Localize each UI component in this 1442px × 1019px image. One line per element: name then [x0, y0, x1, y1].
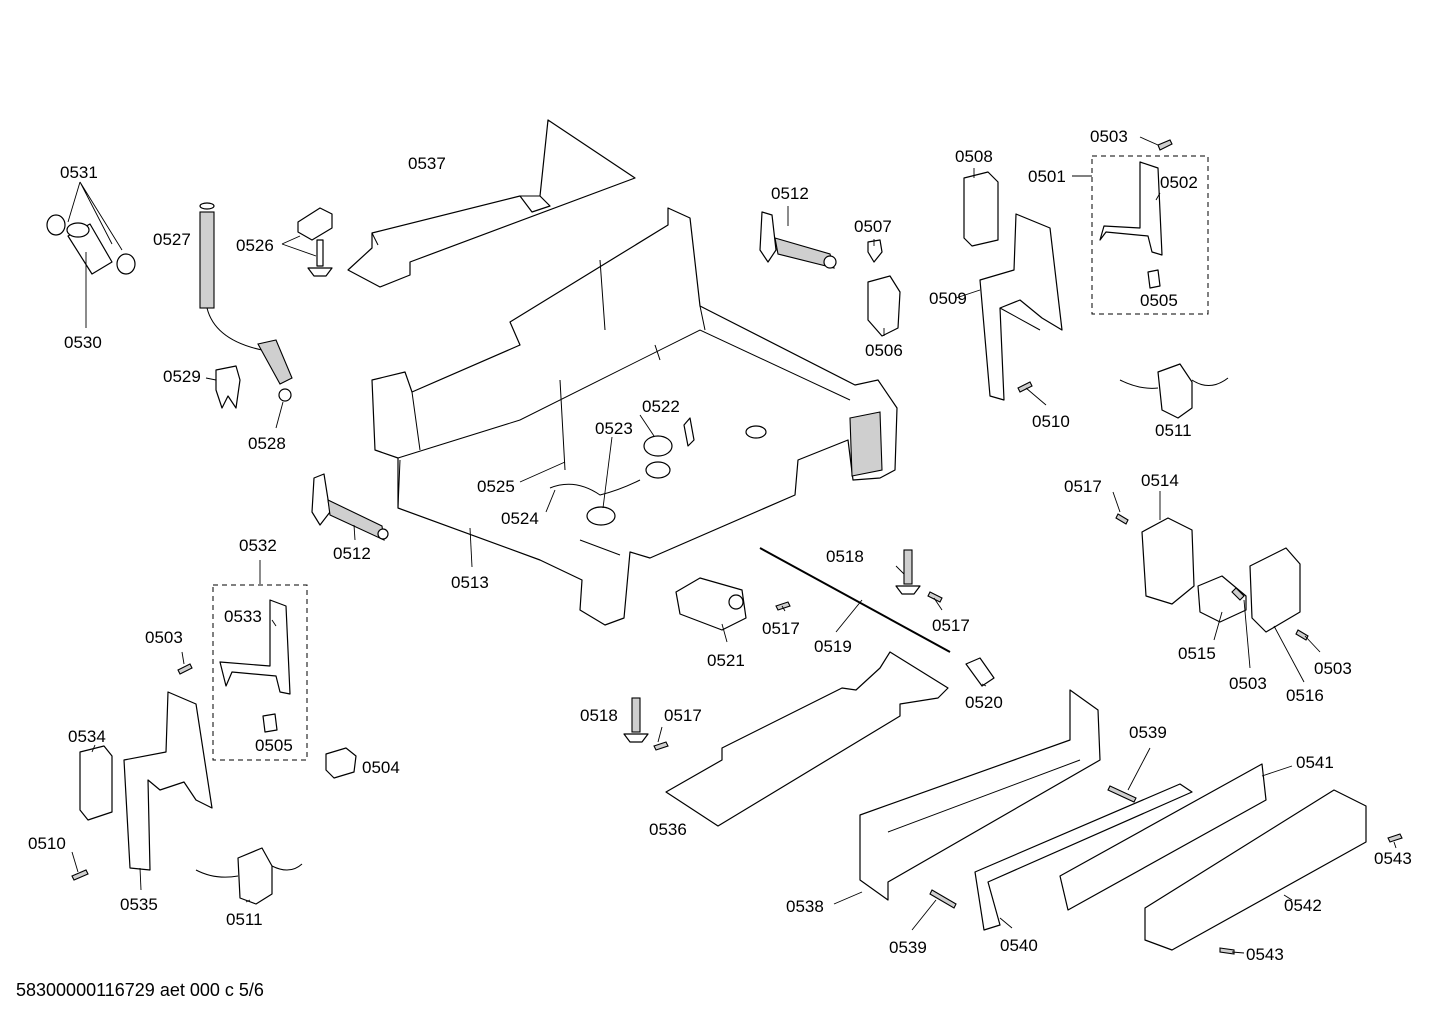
- part-0528-cap: [278, 388, 292, 402]
- label-0505-top: 0505: [1140, 291, 1178, 310]
- label-0529: 0529: [163, 367, 201, 386]
- label-0501: 0501: [1028, 167, 1066, 186]
- label-0503-mid: 0503: [1229, 674, 1267, 693]
- part-0518-upper-screw: [895, 549, 921, 595]
- part-0509-bracket: [979, 213, 1063, 401]
- label-0517-lower: 0517: [664, 706, 702, 725]
- part-0533-bracket: [219, 599, 291, 733]
- label-0515: 0515: [1178, 644, 1216, 663]
- label-0507: 0507: [854, 217, 892, 236]
- label-0503-left: 0503: [145, 628, 183, 647]
- label-0503-right: 0503: [1314, 659, 1352, 678]
- part-0535-bracket: [123, 691, 213, 871]
- part-0526-support: [297, 207, 333, 277]
- part-0529-clip: [215, 365, 241, 409]
- label-0511-top: 0511: [1155, 421, 1192, 440]
- label-0528: 0528: [248, 434, 286, 453]
- part-0501-0502-bracket-assembly: [1099, 161, 1163, 289]
- part-0515-plate: [1197, 575, 1247, 623]
- label-0538: 0538: [786, 897, 824, 916]
- label-0509: 0509: [929, 289, 967, 308]
- label-0542: 0542: [1284, 896, 1322, 915]
- part-0511-pump-lower: [195, 847, 303, 905]
- part-0514-holder: [1141, 517, 1195, 605]
- part-0531-clamps: [46, 214, 136, 275]
- label-0524: 0524: [501, 509, 539, 528]
- label-0543-right: 0543: [1374, 849, 1412, 868]
- label-0527: 0527: [153, 230, 191, 249]
- label-0512-lower: 0512: [333, 544, 371, 563]
- part-0518-lower-screw: [623, 697, 649, 743]
- label-0517-mid: 0517: [932, 616, 970, 635]
- label-0519: 0519: [814, 637, 852, 656]
- label-0523: 0523: [595, 419, 633, 438]
- label-0504: 0504: [362, 758, 400, 777]
- label-0525: 0525: [477, 477, 515, 496]
- label-0532: 0532: [239, 536, 277, 555]
- part-0537-cover-plate: [347, 119, 636, 288]
- label-0505-bottom: 0505: [255, 736, 293, 755]
- part-0520-knob: [965, 657, 995, 687]
- part-labels: 0531 0530 0527 0526 0529 0528 0537 0512 …: [28, 127, 1412, 964]
- part-0512-spring-lower: [311, 473, 389, 541]
- label-0535: 0535: [120, 895, 158, 914]
- label-0503-top: 0503: [1090, 127, 1128, 146]
- part-0504-cap: [325, 747, 357, 779]
- label-0506: 0506: [865, 341, 903, 360]
- label-0540: 0540: [1000, 936, 1038, 955]
- part-0536-bottom-plate: [665, 651, 949, 827]
- label-0508: 0508: [955, 147, 993, 166]
- label-0517-valve: 0517: [762, 619, 800, 638]
- label-0502: 0502: [1160, 173, 1198, 192]
- label-0518-upper: 0518: [826, 547, 864, 566]
- small-screws: [71, 139, 1403, 955]
- part-0540-bar: [974, 783, 1193, 931]
- label-0539-top: 0539: [1129, 723, 1167, 742]
- part-0508-cover: [963, 171, 999, 247]
- label-0534: 0534: [68, 727, 106, 746]
- document-id: 58300000116729 aet 000 c 5/6: [16, 980, 264, 1000]
- label-0517-right: 0517: [1064, 477, 1102, 496]
- label-0510-top: 0510: [1032, 412, 1070, 431]
- label-0536: 0536: [649, 820, 687, 839]
- label-0541: 0541: [1296, 753, 1334, 772]
- part-0542-plinth: [1144, 789, 1367, 951]
- part-0519-rod: [759, 547, 951, 653]
- label-0512-upper: 0512: [771, 184, 809, 203]
- label-0518-lower: 0518: [580, 706, 618, 725]
- label-0521: 0521: [707, 651, 745, 670]
- part-0513-base-tub: [371, 207, 898, 626]
- group-0532-dashed-box: [212, 584, 308, 761]
- label-0522: 0522: [642, 397, 680, 416]
- label-0526: 0526: [236, 236, 274, 255]
- part-0530-tube: [66, 222, 113, 275]
- part-0527-corrugated-hose: [199, 202, 293, 385]
- label-0520: 0520: [965, 693, 1003, 712]
- leader-lines: [67, 136, 1397, 954]
- part-0507-sensor: [867, 239, 883, 263]
- label-0513: 0513: [451, 573, 489, 592]
- label-0511-bottom: 0511: [226, 910, 263, 929]
- part-0541-panel: [1059, 763, 1267, 911]
- part-0512-spring-upper: [759, 211, 837, 269]
- label-0510-bottom: 0510: [28, 834, 66, 853]
- label-0533: 0533: [224, 607, 262, 626]
- part-0521-valve: [675, 577, 747, 631]
- label-0514: 0514: [1141, 471, 1179, 490]
- label-0543-bottom: 0543: [1246, 945, 1284, 964]
- group-0501-dashed-box: [1091, 155, 1209, 315]
- part-0511-pump-upper: [1119, 363, 1229, 419]
- label-0539-bottom: 0539: [889, 938, 927, 957]
- part-0538-plinth-frame: [859, 689, 1101, 901]
- label-0531: 0531: [60, 163, 98, 182]
- part-0516-box: [1249, 547, 1301, 633]
- label-0530: 0530: [64, 333, 102, 352]
- label-0537: 0537: [408, 154, 446, 173]
- part-0506-switch: [867, 275, 901, 337]
- label-0516: 0516: [1286, 686, 1324, 705]
- part-0534-cover: [79, 745, 113, 821]
